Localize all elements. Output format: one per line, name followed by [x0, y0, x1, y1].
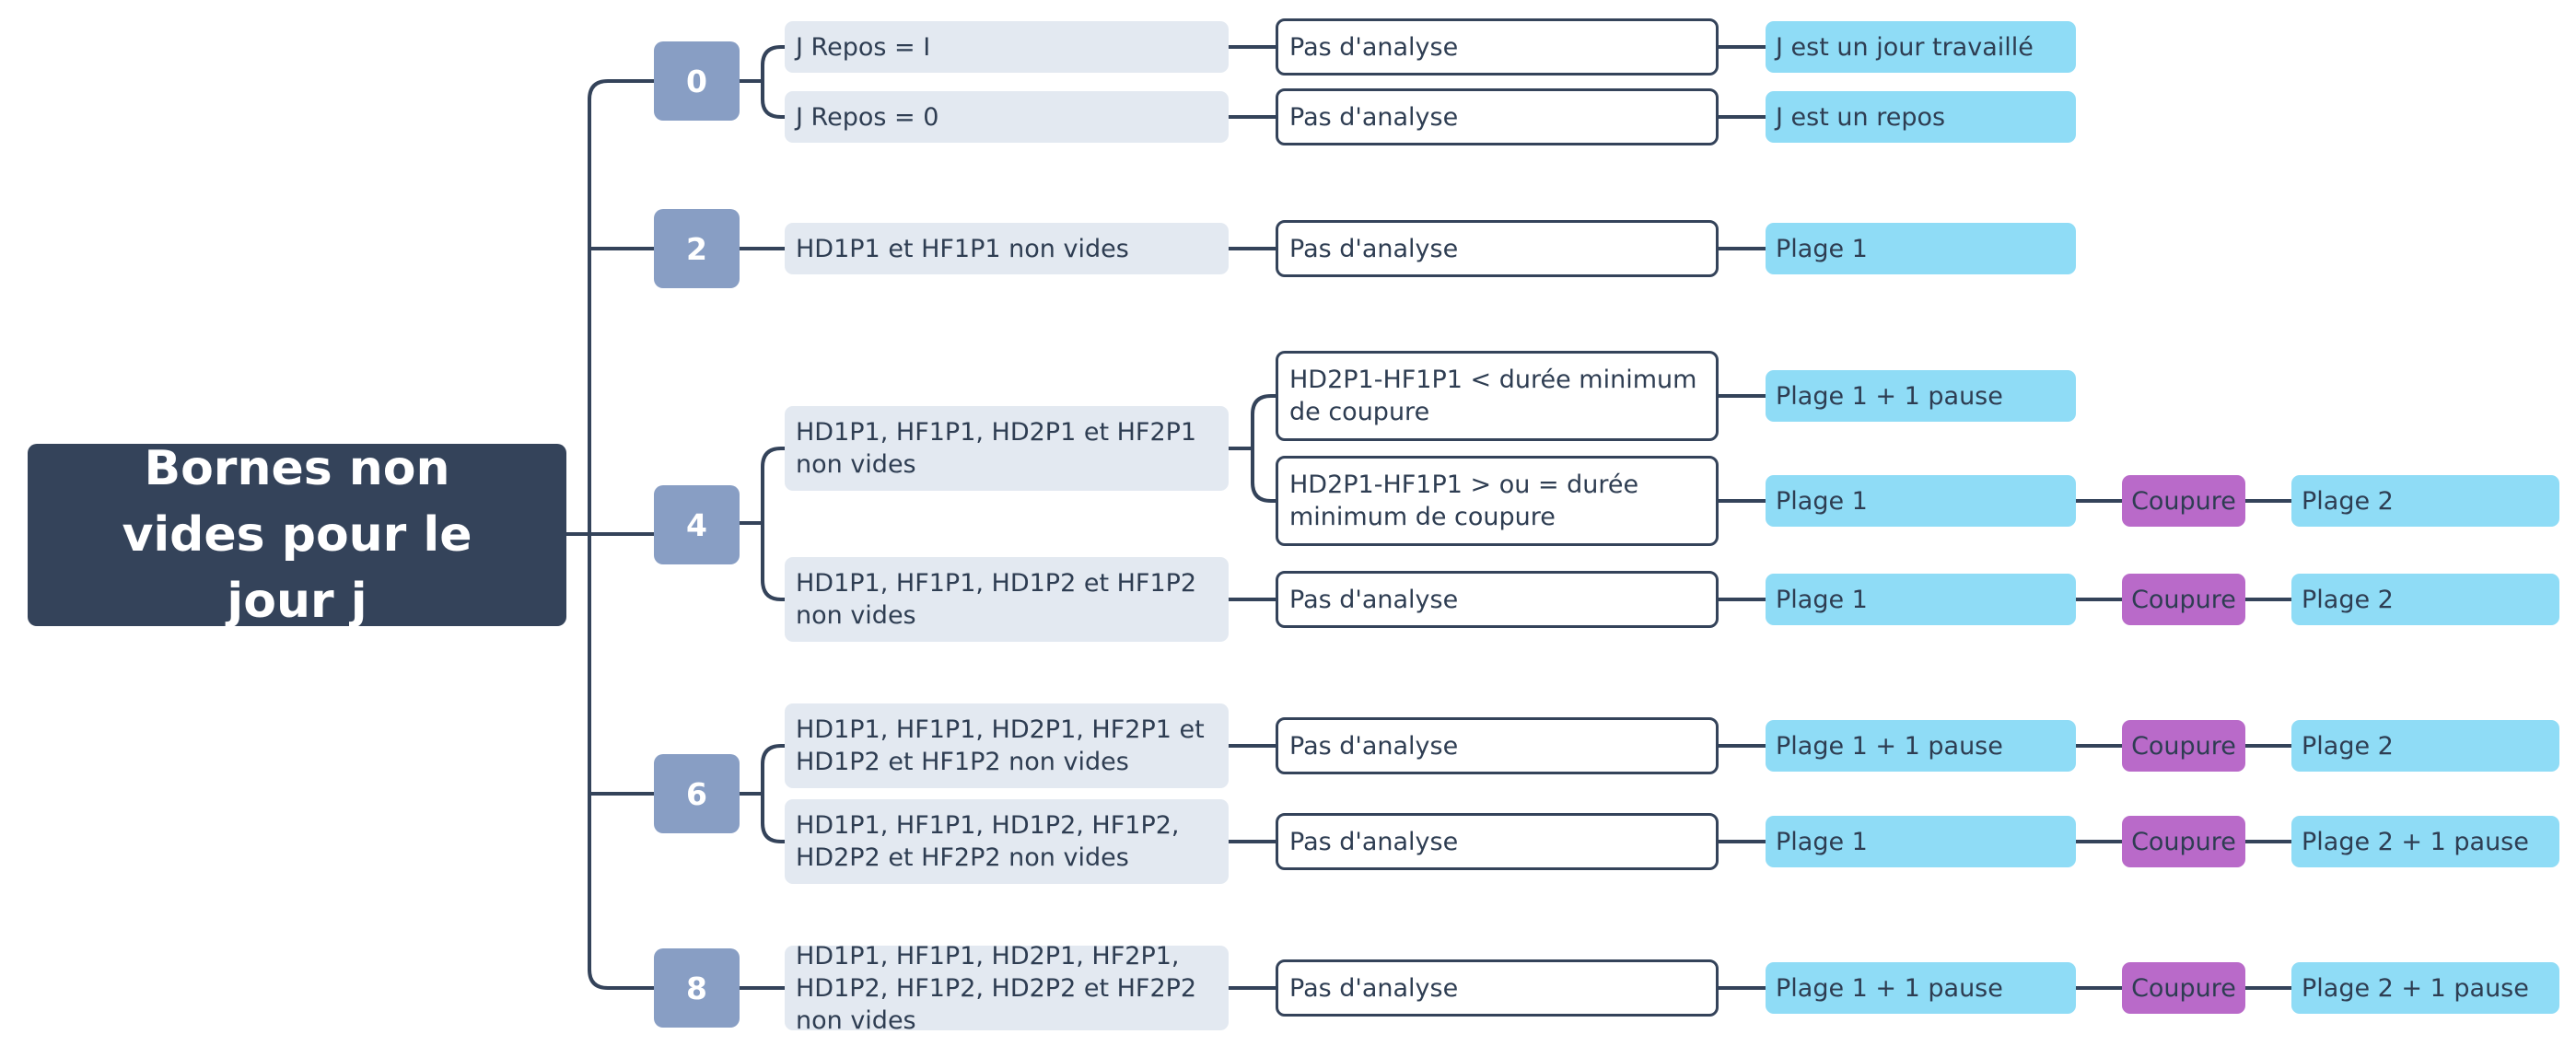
- result-node: Plage 1: [1766, 816, 2076, 867]
- result-node: Plage 2: [2291, 720, 2559, 772]
- analysis-node: Pas d'analyse: [1276, 717, 1719, 774]
- result-node: Plage 2 + 1 pause: [2291, 816, 2559, 867]
- condition-node: HD1P1, HF1P1, HD1P2, HF1P2, HD2P2 et HF2…: [785, 799, 1229, 884]
- result-node: Plage 2: [2291, 574, 2559, 625]
- analysis-node: Pas d'analyse: [1276, 88, 1719, 145]
- root-title: Bornes non vides pour le jour j: [122, 441, 472, 629]
- analysis-node: Pas d'analyse: [1276, 813, 1719, 870]
- result-node: Plage 1 + 1 pause: [1766, 720, 2076, 772]
- condition-node: HD1P1, HF1P1, HD2P1, HF2P1 et HD1P2 et H…: [785, 703, 1229, 788]
- root-node: Bornes non vides pour le jour j: [28, 441, 566, 629]
- condition-node: HD1P1, HF1P1, HD2P1 et HF2P1 non vides: [785, 406, 1229, 491]
- branch-number-8: 8: [654, 948, 740, 1028]
- cut-node: Coupure: [2122, 574, 2245, 625]
- branch-number-6: 6: [654, 754, 740, 833]
- branch-number-2: 2: [654, 209, 740, 288]
- branch-number-0: 0: [654, 41, 740, 121]
- analysis-node: HD2P1-HF1P1 < durée minimum de coupure: [1276, 351, 1719, 441]
- result-node: Plage 1: [1766, 475, 2076, 527]
- condition-node: J Repos = 0: [785, 91, 1229, 143]
- analysis-node: Pas d'analyse: [1276, 18, 1719, 76]
- condition-node: HD1P1, HF1P1, HD1P2 et HF1P2 non vides: [785, 557, 1229, 642]
- result-node: Plage 1: [1766, 223, 2076, 274]
- branch-number-4: 4: [654, 485, 740, 564]
- cut-node: Coupure: [2122, 962, 2245, 1014]
- condition-node: HD1P1, HF1P1, HD2P1, HF2P1, HD1P2, HF1P2…: [785, 942, 1229, 1035]
- cut-node: Coupure: [2122, 720, 2245, 772]
- analysis-node: Pas d'analyse: [1276, 959, 1719, 1017]
- result-node: J est un repos: [1766, 91, 2076, 143]
- condition-node: J Repos = I: [785, 21, 1229, 73]
- cut-node: Coupure: [2122, 816, 2245, 867]
- analysis-node: Pas d'analyse: [1276, 220, 1719, 277]
- condition-node: HD1P1 et HF1P1 non vides: [785, 223, 1229, 274]
- result-node: Plage 2: [2291, 475, 2559, 527]
- analysis-node: HD2P1-HF1P1 > ou = durée minimum de coup…: [1276, 456, 1719, 546]
- result-node: J est un jour travaillé: [1766, 21, 2076, 73]
- analysis-node: Pas d'analyse: [1276, 571, 1719, 628]
- result-node: Plage 1 + 1 pause: [1766, 962, 2076, 1014]
- result-node: Plage 1 + 1 pause: [1766, 370, 2076, 422]
- result-node: Plage 2 + 1 pause: [2291, 962, 2559, 1014]
- cut-node: Coupure: [2122, 475, 2245, 527]
- result-node: Plage 1: [1766, 574, 2076, 625]
